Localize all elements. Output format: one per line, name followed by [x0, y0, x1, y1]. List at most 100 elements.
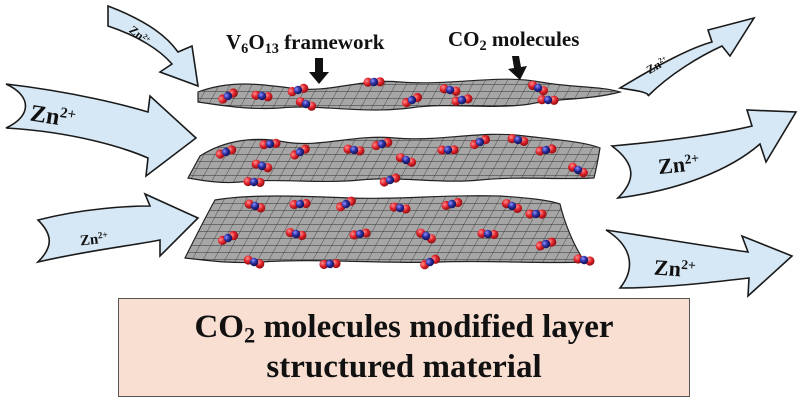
co2-molecule	[401, 92, 423, 108]
carbon-atom	[425, 257, 435, 267]
carbon-atom	[223, 233, 233, 243]
co2-molecule	[568, 162, 588, 178]
co2-molecules	[215, 77, 595, 270]
carbon-atom	[457, 95, 467, 105]
co2-molecule	[477, 228, 499, 240]
co2-molecule	[469, 134, 491, 150]
co2-molecule	[336, 196, 356, 212]
zn-label-base: Zn	[28, 100, 62, 131]
pointer-arrow-molecules	[508, 56, 527, 80]
co2-molecule	[289, 198, 311, 210]
co2-molecule	[349, 228, 371, 240]
carbon-atom	[579, 255, 589, 265]
carbon-atom	[249, 257, 259, 267]
zn-arrow-left-middle	[5, 83, 198, 178]
zn-label-base: Zn	[656, 151, 687, 180]
zn-label-charge: 2+	[680, 256, 697, 273]
zn-label-right-middle: Zn2+	[657, 150, 701, 180]
carbon-atom	[291, 229, 301, 239]
carbon-atom	[385, 175, 395, 185]
co2-molecule	[287, 83, 309, 97]
carbon-atom	[295, 199, 305, 209]
caption-box: CO2 molecules modified layer structured …	[118, 298, 690, 397]
co2-molecule	[420, 254, 440, 270]
oxygen-atom	[363, 77, 373, 87]
co2-molecule	[501, 199, 523, 213]
co2-molecule	[441, 197, 463, 211]
carbon-atom	[377, 139, 387, 149]
co2-molecule	[319, 258, 341, 270]
zn-label-base: Zn	[79, 231, 100, 250]
co2-molecule	[528, 80, 548, 96]
carbon-atom	[401, 155, 411, 165]
framework-sheet-middle	[187, 133, 601, 184]
carbon-atom	[250, 201, 260, 211]
oxygen-atom	[375, 77, 385, 87]
co2-molecule	[243, 255, 265, 269]
co2-molecule	[535, 144, 557, 156]
carbon-atom	[223, 91, 233, 101]
carbon-atom	[407, 95, 417, 105]
co2-molecule	[537, 95, 559, 105]
zn-label-charge: 2+	[97, 230, 109, 242]
carbon-atom	[293, 85, 303, 95]
carbon-atom	[325, 259, 335, 269]
carbon-atom	[341, 199, 351, 209]
oxygen-atom	[437, 145, 447, 155]
pointer-arrow-framework	[309, 58, 329, 84]
carbon-atom	[349, 145, 359, 155]
co2-molecule	[395, 153, 417, 167]
co2-molecule	[439, 84, 461, 96]
co2-molecule	[371, 137, 393, 151]
co2-molecule	[525, 209, 547, 219]
oxygen-atom	[525, 209, 535, 219]
co2-molecule	[343, 144, 365, 156]
co2-molecule	[251, 159, 273, 173]
carbon-atom	[257, 91, 267, 101]
carbon-atom	[355, 229, 365, 239]
caption-line-1: CO2 molecules modified layer	[194, 309, 614, 348]
carbon-atom	[541, 145, 551, 155]
co2-molecule	[290, 144, 310, 160]
co2-molecule	[244, 199, 266, 213]
carbon-atom	[295, 147, 305, 157]
zn-arrow-left-bottom	[35, 192, 200, 264]
zn-arrow-left-top	[107, 4, 199, 88]
co2-molecule	[507, 134, 529, 146]
carbon-atom	[443, 145, 453, 155]
oxygen-atom	[537, 209, 547, 219]
co2-molecule	[295, 97, 317, 111]
co2-molecule	[573, 254, 595, 266]
caption-line-2: structured material	[266, 349, 542, 385]
zn-arrow-right-top	[617, 16, 756, 97]
carbon-atom	[301, 99, 311, 109]
zn-label-charge: 2+	[58, 105, 78, 124]
co2-molecule	[217, 231, 239, 245]
carbon-atom	[445, 85, 455, 95]
co2-molecule	[389, 202, 411, 214]
carbon-atom	[531, 209, 541, 219]
label-co2-molecules: CO2 molecules	[448, 27, 580, 54]
carbon-atom	[265, 139, 275, 149]
co2-molecule	[285, 227, 307, 241]
co2-molecule	[218, 88, 238, 104]
co2-molecule	[251, 90, 273, 102]
carbon-atom	[249, 177, 259, 187]
carbon-atom	[447, 199, 457, 209]
carbon-atom	[421, 231, 431, 241]
co2-molecule	[451, 94, 473, 106]
carbon-atom	[541, 239, 551, 249]
oxygen-atom	[449, 145, 459, 155]
zn-arrow-right-middle	[609, 109, 798, 200]
zn-label-right-bottom: Zn2+	[653, 255, 696, 284]
zn-label-left-bottom: Zn2+	[79, 230, 109, 251]
carbon-atom	[475, 137, 485, 147]
framework-sheet-bottom	[184, 194, 587, 264]
label-v6o13-framework: V6O13 framework	[226, 30, 385, 57]
co2-molecule	[437, 145, 459, 155]
zn-label-charge: 2+	[683, 150, 700, 167]
co2-molecule	[363, 77, 385, 87]
carbon-atom	[369, 77, 379, 87]
zn-arrow-right-bottom	[605, 229, 794, 298]
carbon-atom	[507, 201, 517, 211]
